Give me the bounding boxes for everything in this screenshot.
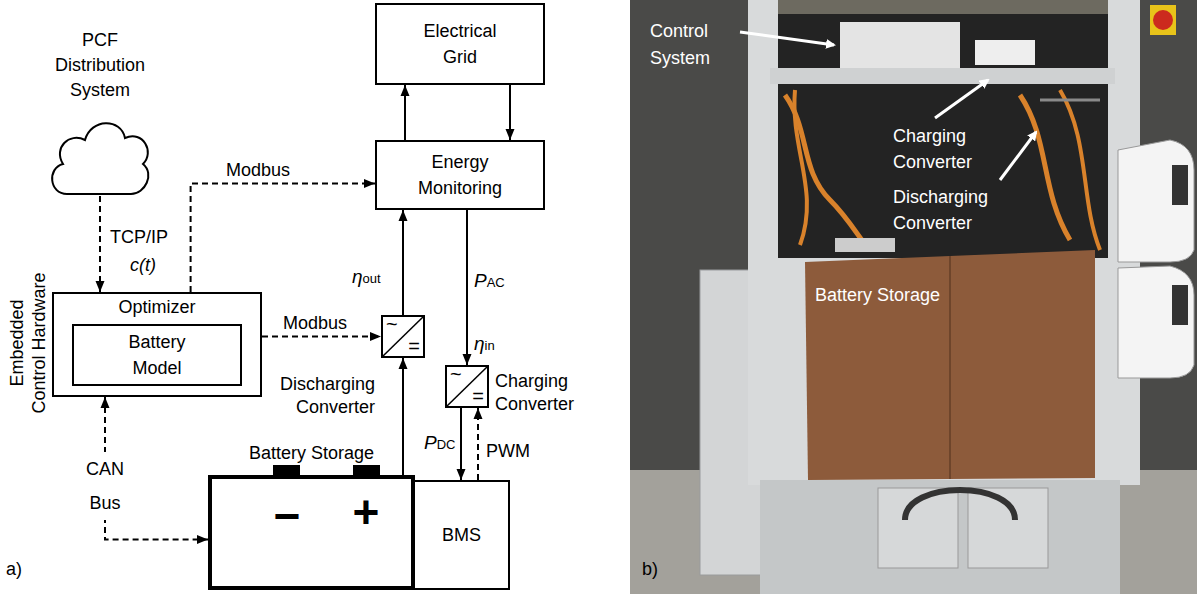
edge-label: PDC [424,432,455,456]
edge-label: ηout [352,266,381,290]
edge-label: PWM [486,440,530,462]
box-heading: Optimizer [54,296,260,318]
connector [457,408,466,480]
arrowhead [463,354,472,365]
connector [399,210,408,315]
box-text: Battery Model [104,329,210,381]
connector [262,332,381,341]
photo-callout: Charging Converter [893,123,988,175]
model-box: Battery Model [72,324,242,386]
battery-terminal [273,465,300,477]
connector-line [466,210,468,365]
connector [474,408,483,480]
edge-label: CAN Bus [83,452,127,520]
arrowhead [399,210,408,221]
efficiency-label: ηin [474,333,495,357]
process-box: Energy Monitoring [375,140,545,210]
panel-letter: b) [642,558,658,580]
connector-line [262,336,381,338]
photo-callout: Control System [650,18,740,72]
cloud-path [52,123,148,194]
converter-symbol: = [472,385,484,407]
edge-label: Modbus [226,159,290,181]
group-heading: Embedded Control Hardware [6,270,50,416]
arrowhead [457,469,466,480]
arrowhead [399,358,408,369]
arrowhead [364,179,375,188]
signal-name: c(t) [130,254,156,276]
arrowhead [101,397,110,408]
converter-box: ~=Discharging Converter [381,315,425,358]
arrowhead [474,408,483,419]
box-text: Energy Monitoring [409,149,511,201]
converter-symbol: ~ [450,363,462,385]
converter-box: ~=Charging Converter [445,365,489,408]
connector [463,210,472,365]
arrowhead [197,535,208,544]
optimizer-box: Embedded Control HardwareOptimizerBatter… [52,292,262,397]
cloud-outline [47,110,153,196]
battery-terminal [353,465,380,477]
photo-callout: Discharging Converter [893,184,1003,236]
connector [506,85,515,140]
converter-name: Charging Converter [495,370,595,416]
arrowhead [370,332,381,341]
cloud-node: PCF Distribution System [45,28,155,196]
connector-line [402,210,404,315]
connector-line [191,183,375,292]
edge-label: TCP/IP [110,226,168,248]
arrowhead [401,85,410,96]
arrowhead [506,129,515,140]
edge-label: Modbus [283,312,347,334]
connector-line [99,196,101,292]
converter-symbol: = [408,335,420,357]
connector [401,85,410,140]
battery-box: Battery Storage−+ [208,475,415,590]
converter-name: Discharging Converter [263,373,375,419]
box-text: Electrical Grid [409,18,511,70]
bms-box: BMS [413,480,510,590]
edge-label: PAC [474,270,505,294]
connector [96,196,105,292]
connector [191,179,375,292]
box-text: BMS [442,522,481,548]
photo-callout: Battery Storage [815,284,940,306]
cloud-heading: PCF Distribution System [45,28,155,103]
connector-line [402,358,404,475]
polarity-sign: − [272,491,302,541]
process-box: Electrical Grid [375,3,545,85]
panel-letter: a) [6,558,22,580]
polarity-sign: + [351,487,381,537]
battery-heading: Battery Storage [212,442,411,464]
arrowhead [96,281,105,292]
connector [399,358,408,475]
converter-symbol: ~ [386,313,398,335]
